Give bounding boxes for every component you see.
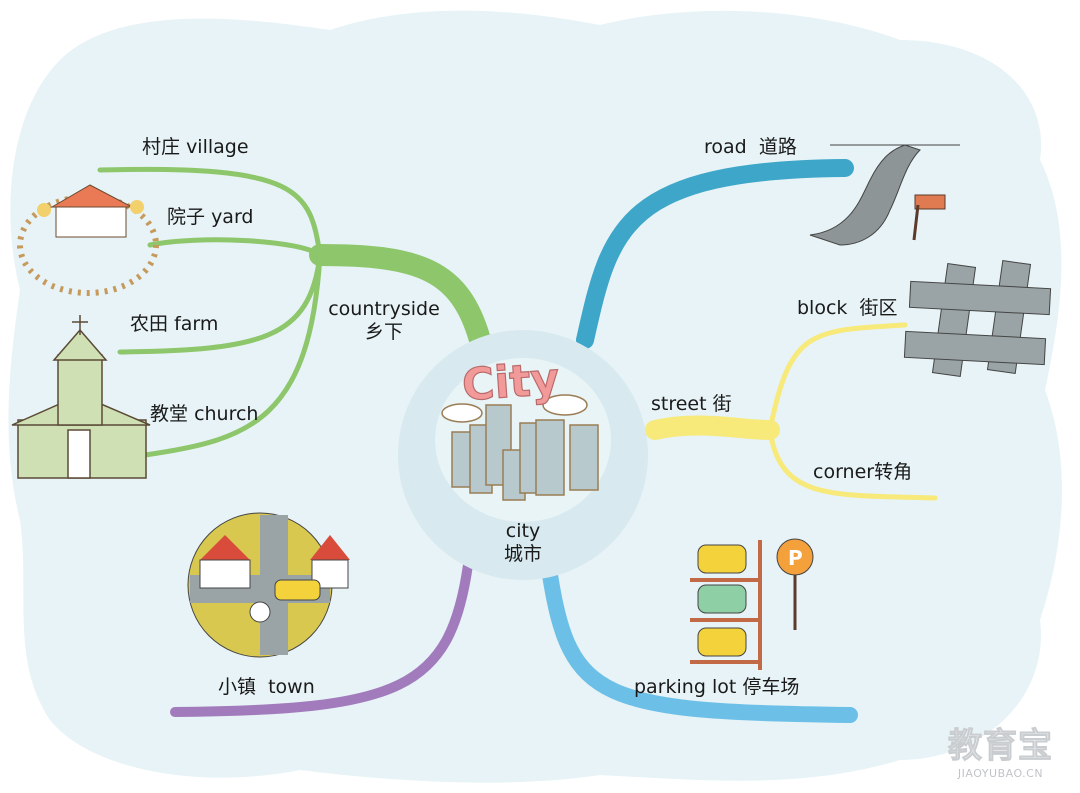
node-farm: 农田 farm bbox=[130, 313, 219, 335]
node-block: block 街区 bbox=[797, 297, 898, 319]
branch-road bbox=[576, 159, 854, 349]
city-buildings-illustration bbox=[451, 404, 599, 501]
branch-parking bbox=[542, 567, 858, 723]
church-illustration bbox=[11, 315, 151, 479]
parking-illustration: P bbox=[690, 538, 814, 670]
svg-text:P: P bbox=[788, 546, 803, 570]
node-road: road 道路 bbox=[704, 136, 797, 158]
node-village: 村庄 village bbox=[142, 136, 249, 158]
town-illustration bbox=[187, 512, 350, 658]
village-house-illustration bbox=[17, 184, 159, 296]
node-parking-lot: parking lot 停车场 bbox=[634, 676, 800, 698]
cloud-icon bbox=[441, 394, 588, 423]
branch-street bbox=[645, 322, 938, 501]
city-title-art: City bbox=[461, 354, 561, 412]
node-yard: 院子 yard bbox=[167, 206, 254, 228]
node-town: 小镇 town bbox=[218, 676, 315, 698]
road-illustration bbox=[809, 144, 960, 246]
block-grid-illustration bbox=[903, 260, 1052, 377]
node-street: street 街 bbox=[651, 393, 732, 415]
watermark-logo: 教育宝 JIAOYUBAO.CN bbox=[948, 726, 1053, 781]
node-church: 教堂 church bbox=[150, 403, 259, 425]
branch-countryside bbox=[97, 166, 491, 458]
node-corner: corner转角 bbox=[813, 461, 913, 483]
branch-town bbox=[170, 560, 473, 717]
